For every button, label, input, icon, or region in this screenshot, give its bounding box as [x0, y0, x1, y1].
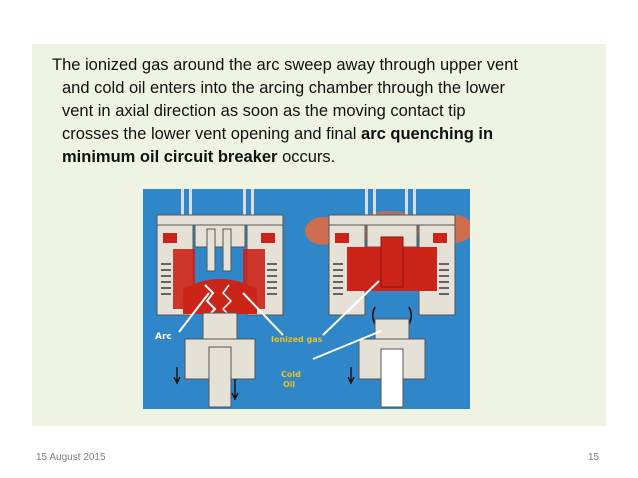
- circuit-breaker-diagram: Arc Ionized gas Cold Oil: [143, 189, 470, 409]
- pointer-lines: [178, 280, 382, 360]
- arc-label: Arc: [155, 332, 172, 342]
- body-line-4-bold: arc quenching in: [361, 125, 494, 143]
- body-line-2: and cold oil enters into the arcing cham…: [62, 79, 506, 97]
- body-line-3: vent in axial direction as soon as the m…: [62, 102, 466, 120]
- body-line-5-text: occurs.: [277, 148, 336, 166]
- left-breaker: [156, 189, 284, 408]
- footer-date: 15 August 2015: [36, 452, 106, 463]
- body-line-5-bold: minimum oil circuit breaker: [62, 148, 278, 166]
- body-line-5: minimum oil circuit breaker occurs.: [52, 146, 600, 169]
- page-number: 15: [588, 452, 600, 463]
- oil-label: Oil: [283, 380, 296, 389]
- ionized-gas-label: Ionized gas: [271, 335, 323, 344]
- cold-label: Cold: [281, 370, 301, 379]
- body-line-4: crosses the lower vent opening and final…: [52, 123, 600, 146]
- right-breaker: [305, 189, 470, 408]
- slide-body-text: The ionized gas around the arc sweep awa…: [52, 54, 600, 169]
- body-line-4-text: crosses the lower vent opening and final: [62, 125, 362, 143]
- body-line-1: The ionized gas around the arc sweep awa…: [52, 56, 518, 74]
